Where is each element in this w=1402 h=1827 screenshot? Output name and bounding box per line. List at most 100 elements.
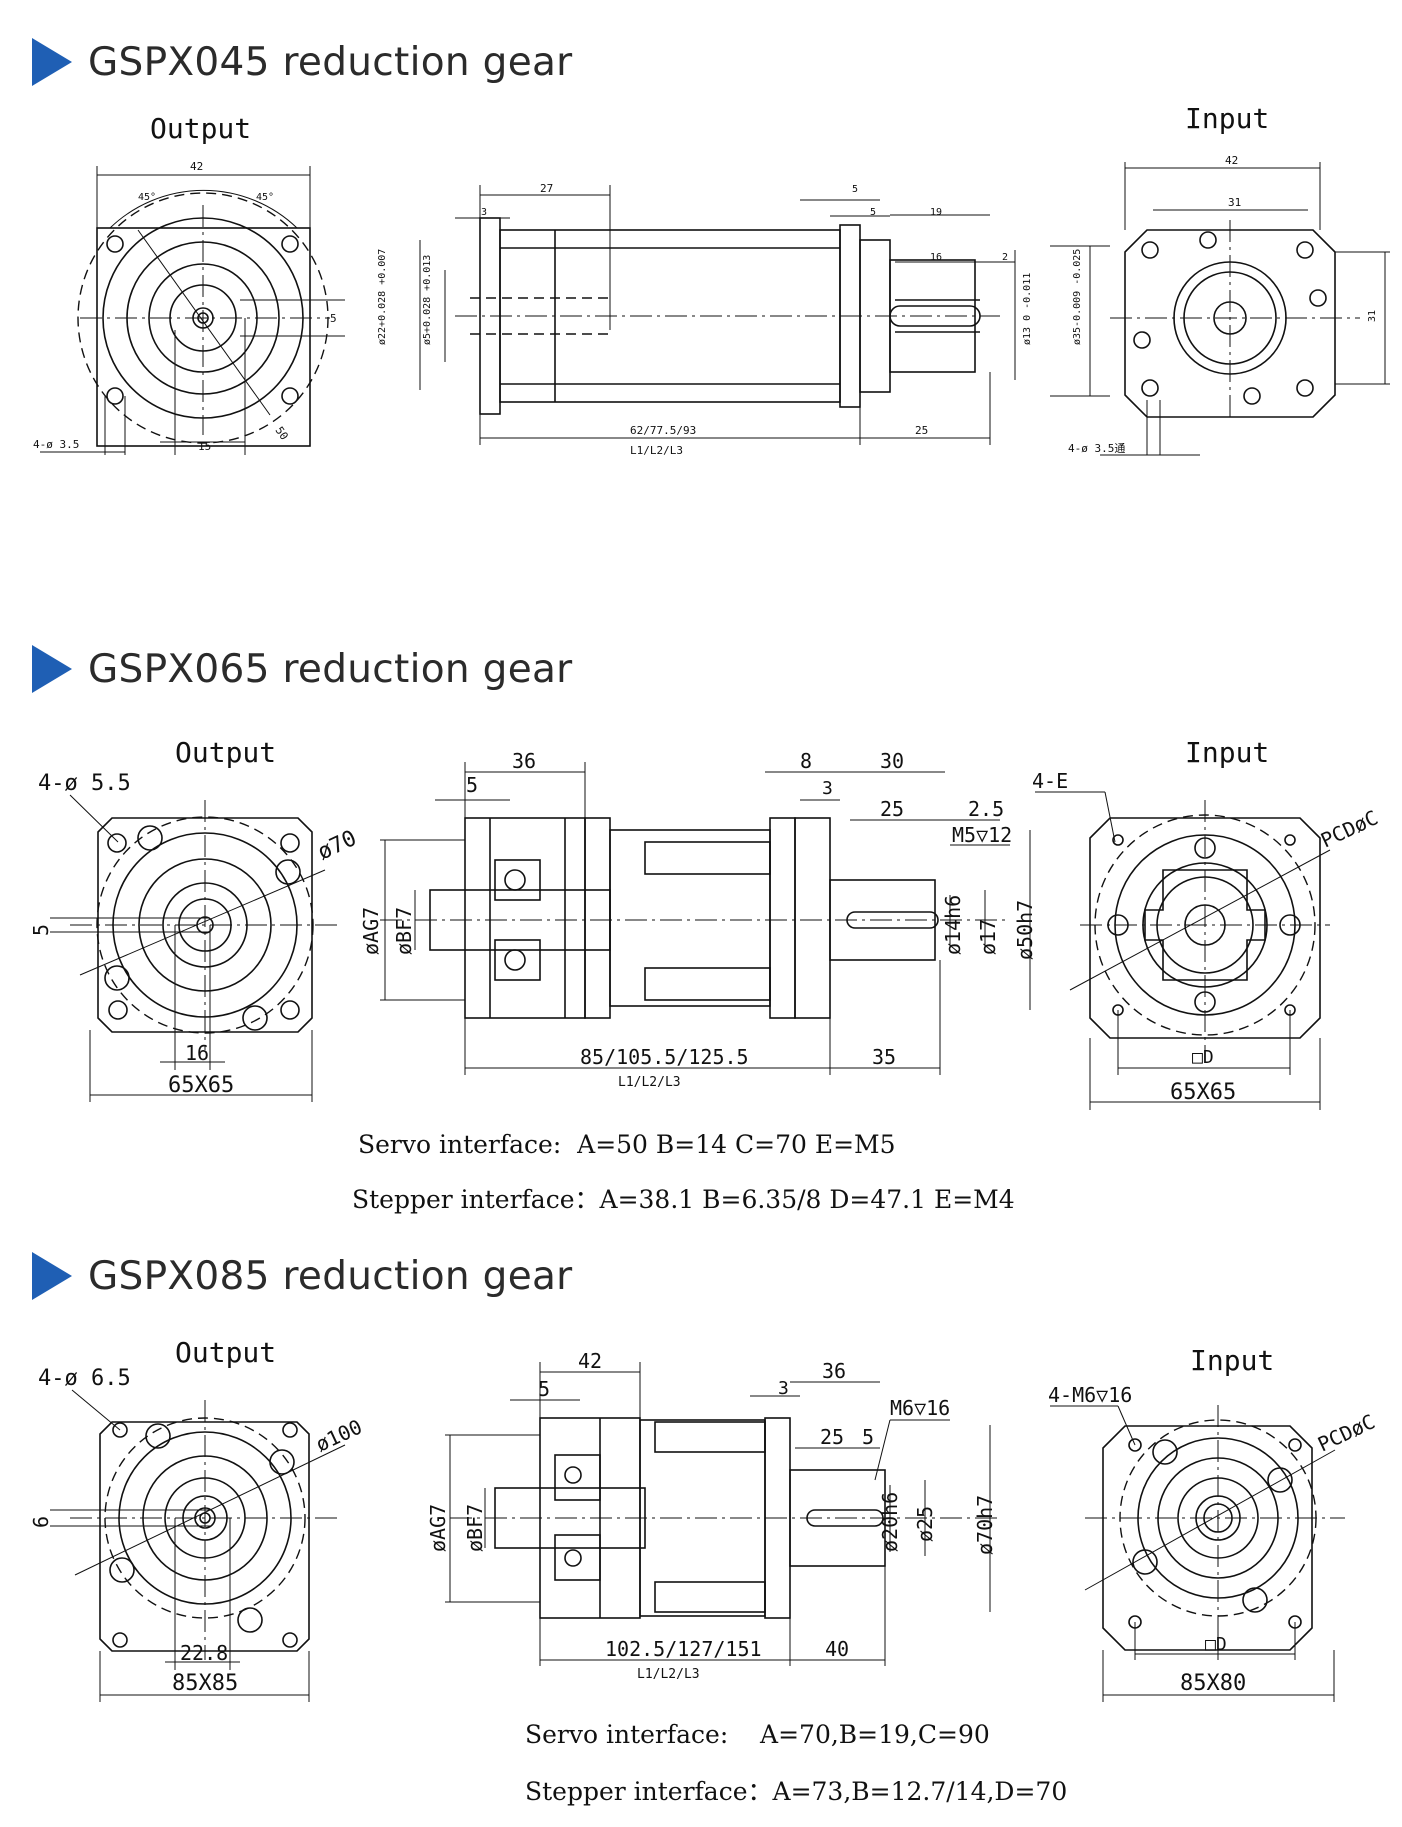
out-key: 22.8 [180, 1641, 228, 1665]
section-title: GSPX085 reduction gear [88, 1253, 573, 1299]
dim-42: 42 [578, 1349, 602, 1373]
out-holes: 4-ø 6.5 [38, 1366, 131, 1391]
dim-len-label: L1/L2/L3 [637, 1667, 700, 1682]
dim-bf7: øBF7 [392, 907, 416, 955]
output-label: Output [175, 1336, 276, 1369]
output-view: 42 45° 45° 5 50 4-ø 3.5 15 [33, 160, 345, 455]
dim-len: 85/105.5/125.5 [580, 1045, 749, 1069]
gspx085-drawing: Output Input 4-ø 6.5 ø100 6 22.8 8 [0, 1330, 1402, 1710]
input-label: Input [1185, 102, 1269, 135]
out-square: 65X65 [168, 1073, 234, 1098]
gspx085-stepper-note: Stepper interface：A=73,B=12.7/14,D=70 [525, 1777, 1068, 1806]
dim-13tol: ø13 0 -0.011 [1022, 273, 1033, 345]
section-title: GSPX065 reduction gear [88, 646, 573, 692]
gspx045-drawing: Output Input 42 45° 45° 5 50 4-ø 3.5 [0, 100, 1402, 560]
output-view: 4-ø 6.5 ø100 6 22.8 85X85 [29, 1366, 366, 1702]
dim-35: 35 [872, 1045, 896, 1069]
dim-ag7: øAG7 [359, 907, 383, 955]
section-header-gspx085: GSPX085 reduction gear [32, 1252, 573, 1300]
dim-14: ø14h6 [941, 895, 965, 955]
triangle-bullet-icon [32, 645, 72, 693]
in-e: 4-E [1032, 769, 1068, 793]
input-label: Input [1185, 736, 1269, 769]
dim-16: 16 [930, 252, 942, 263]
dim-40: 40 [825, 1637, 849, 1661]
dim-keyw: 5 [330, 312, 337, 325]
dim-5b: 5 [862, 1425, 874, 1449]
dim-5: 5 [466, 773, 478, 797]
gspx065-servo-note: Servo interface: A=50 B=14 C=70 E=M5 [358, 1130, 896, 1159]
dim-5a: 5 [852, 184, 858, 195]
dim-5: 5 [538, 1377, 550, 1401]
triangle-bullet-icon [32, 1252, 72, 1300]
in-31a: 31 [1228, 196, 1241, 209]
gspx045-svg: Output Input 42 45° 45° 5 50 4-ø 3.5 [33, 102, 1390, 457]
dim-angle-b: 45° [256, 192, 274, 203]
dim-pcd50: 50 [273, 424, 291, 442]
dim-len: 62/77.5/93 [630, 424, 696, 437]
dim-8: 8 [800, 749, 812, 773]
dim-len-label: L1/L2/L3 [618, 1075, 681, 1090]
dim-m6: M6▽16 [890, 1396, 950, 1420]
dim-36: 36 [512, 749, 536, 773]
dim-70: ø70h7 [973, 1495, 997, 1555]
out-square: 85X85 [172, 1671, 238, 1696]
input-view: 4-E PCDøC □D 65X65 [1032, 769, 1382, 1110]
dim-17: ø17 [976, 919, 1000, 955]
dim-25: 25 [820, 1425, 844, 1449]
side-view: 27 3 5 5 19 16 2 ø22+0.028 +0.007 ø5+0.0… [377, 182, 1110, 457]
in-pcd: PCDøC [1317, 805, 1382, 852]
dim-len-label: L1/L2/L3 [630, 444, 683, 457]
out-holes: 4-ø 5.5 [38, 771, 131, 796]
dim-ag7: øAG7 [426, 1504, 450, 1552]
dim-3: 3 [778, 1378, 789, 1399]
dim-22tol: ø22+0.028 +0.007 [377, 249, 388, 345]
dim-19: 19 [930, 207, 942, 218]
input-label: Input [1190, 1344, 1274, 1377]
out-pcd: ø100 [312, 1414, 366, 1456]
in-31b: 31 [1367, 310, 1378, 322]
dim-20: ø20h6 [878, 1492, 902, 1552]
out-keyw: 5 [29, 924, 53, 936]
in-d: □D [1205, 1634, 1227, 1655]
triangle-bullet-icon [32, 38, 72, 86]
dim-key15: 15 [198, 440, 211, 453]
dim-2-5: 2.5 [968, 797, 1004, 821]
dim-m5: M5▽12 [952, 823, 1012, 847]
input-view: 42 31 31 4-ø 3.5通 [1068, 154, 1390, 456]
output-view: 4-ø 5.5 ø70 5 16 65X65 [29, 771, 361, 1102]
dim-27: 27 [540, 182, 553, 195]
output-label: Output [175, 736, 276, 769]
dim-len: 102.5/127/151 [605, 1637, 762, 1661]
in-42: 42 [1225, 154, 1238, 167]
section-header-gspx045: GSPX045 reduction gear [32, 38, 573, 86]
output-label: Output [150, 112, 251, 145]
dim-5b: 5 [870, 207, 876, 218]
in-square: 85X80 [1180, 1671, 1246, 1696]
side-view: 42 5 3 36 M6▽16 25 5 øAG7 øBF7 [426, 1349, 1000, 1682]
gspx065-stepper-note: Stepper interface：A=38.1 B=6.35/8 D=47.1… [352, 1185, 1015, 1214]
in-holes: 4-ø 3.5通 [1068, 442, 1125, 455]
dim-bf7: øBF7 [463, 1504, 487, 1552]
input-view: 4-M6▽16 PCDøC □D 85X80 [1048, 1383, 1379, 1702]
dim-angle-a: 45° [138, 192, 156, 203]
gspx085-svg: Output Input 4-ø 6.5 ø100 6 22.8 8 [29, 1336, 1379, 1702]
side-view: 36 5 8 30 3 25 2.5 øAG7 [359, 749, 1037, 1090]
dim-42: 42 [190, 160, 203, 173]
in-d: □D [1192, 1047, 1214, 1068]
dim-3: 3 [481, 207, 487, 218]
dim-25: 25 [915, 424, 928, 437]
in-m6: 4-M6▽16 [1048, 1383, 1132, 1407]
gspx085-servo-note: Servo interface: A=70,B=19,C=90 [525, 1720, 990, 1749]
out-pcd: ø70 [314, 826, 361, 865]
section-header-gspx065: GSPX065 reduction gear [32, 645, 573, 693]
dim-2: 2 [1002, 252, 1008, 263]
out-holes: 4-ø 3.5 [33, 438, 79, 451]
dim-36: 36 [822, 1359, 846, 1383]
dim-30: 30 [880, 749, 904, 773]
dim-3: 3 [822, 778, 833, 799]
in-pcd: PCDøC [1314, 1409, 1379, 1456]
dim-25: 25 [880, 797, 904, 821]
gspx065-svg: Output Input 4-ø 5.5 ø70 5 16 65X65 [29, 736, 1382, 1110]
dim-50: ø50h7 [1013, 900, 1037, 960]
